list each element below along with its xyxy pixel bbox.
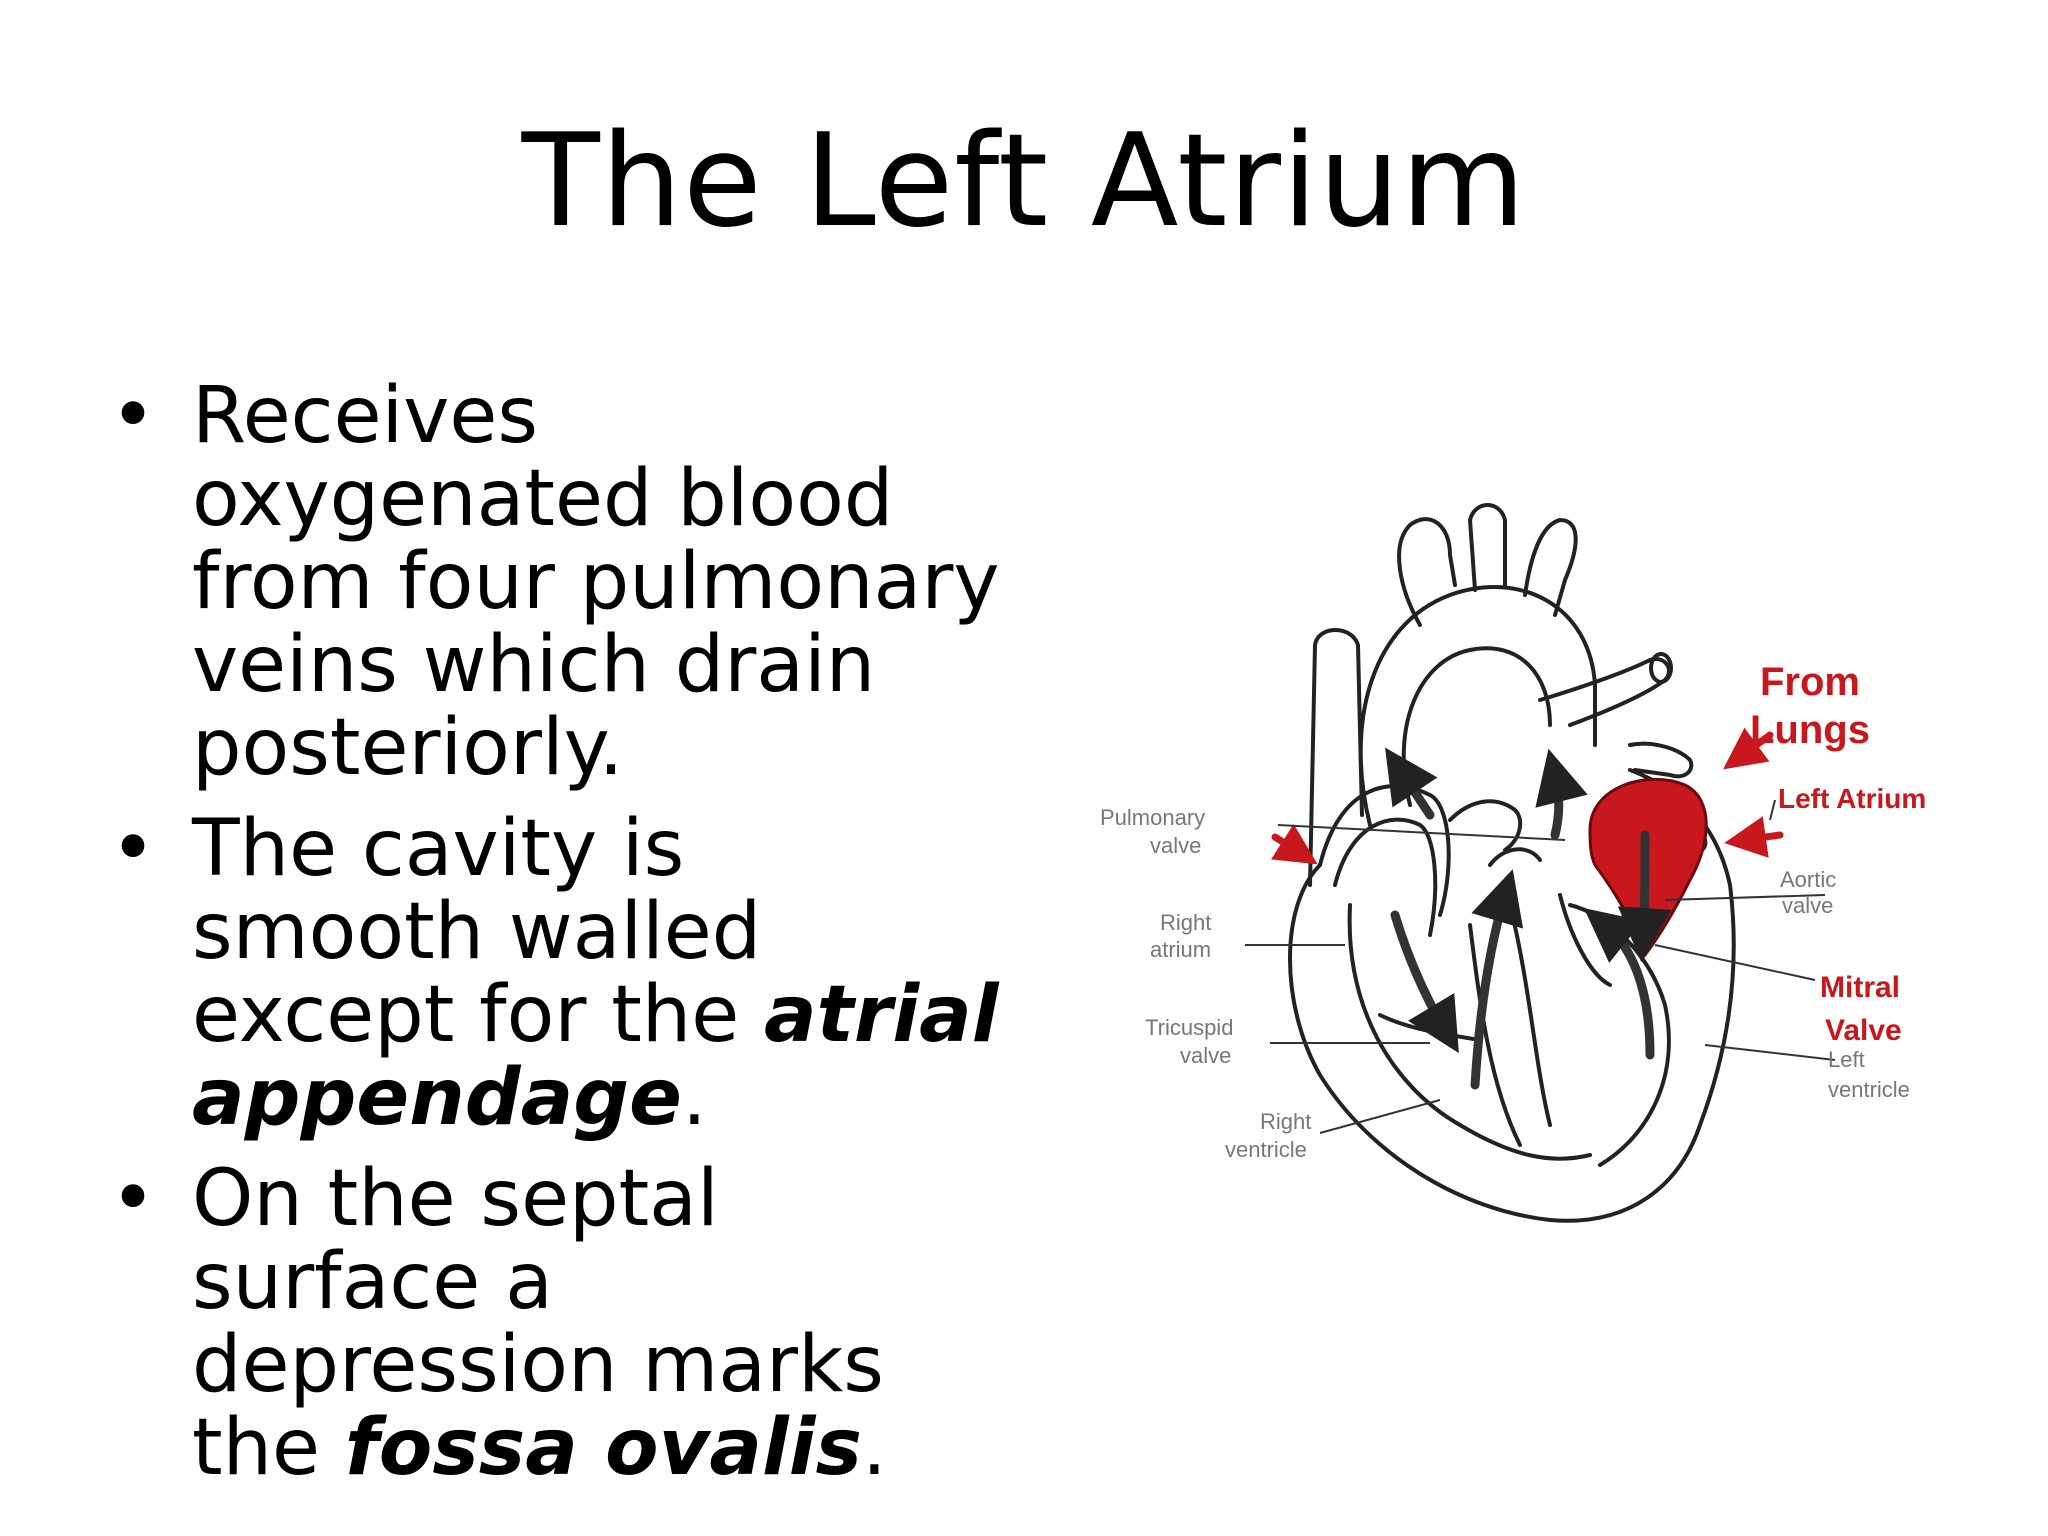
bullet-icon: • [110,371,157,461]
red-arrows [1270,727,1784,865]
label-left-ventricle: Left [1828,1047,1865,1072]
bullet-item: • On the septal surface a depression mar… [100,1158,1000,1490]
label-lungs: Lungs [1750,708,1870,752]
label-tricuspid-valve-2: valve [1180,1043,1231,1068]
label-right-ventricle: Right [1260,1109,1311,1134]
bullet-text: On the septal surface a depression marks… [192,1154,884,1493]
bullet-list: • Receives oxygenated blood from four pu… [100,375,1000,1508]
bullet-icon: • [110,804,157,894]
label-left-atrium: Left Atrium [1778,783,1926,814]
label-tricuspid-valve: Tricuspid [1145,1015,1233,1040]
bullet-text: Receives oxygenated blood from four pulm… [192,371,1000,793]
leader-lines [1245,799,1836,1134]
emphasis-term: atrial appendage [192,970,999,1143]
emphasis-term: fossa ovalis [344,1403,862,1493]
bullet-item: • Receives oxygenated blood from four pu… [100,375,1000,790]
bullet-text-end: . [681,1053,707,1143]
label-from: From [1760,660,1860,704]
label-mitral-valve: Valve [1825,1014,1902,1047]
label-mitral: Mitral [1820,971,1900,1004]
label-aortic-valve: Aortic [1780,867,1836,892]
slide-title: The Left Atrium [521,107,1527,256]
bullet-text: The cavity is smooth walled except for t… [192,804,765,1060]
label-right-atrium-2: atrium [1150,937,1211,962]
label-left-ventricle-2: ventricle [1828,1077,1910,1102]
label-aortic-valve-2: valve [1782,893,1833,918]
label-pulmonary-valve-2: valve [1150,833,1201,858]
bullet-text-end: . [861,1403,887,1493]
bullet-item: • The cavity is smooth walled except for… [100,808,1000,1140]
label-right-ventricle-2: ventricle [1225,1137,1307,1162]
heart-diagram: Pulmonary valve Right atrium Tricuspid v… [1100,503,1926,1223]
label-right-atrium: Right [1160,910,1211,935]
bullet-icon: • [110,1154,157,1244]
label-pulmonary-valve: Pulmonary [1100,805,1205,830]
flow-arrows [1385,747,1672,1090]
